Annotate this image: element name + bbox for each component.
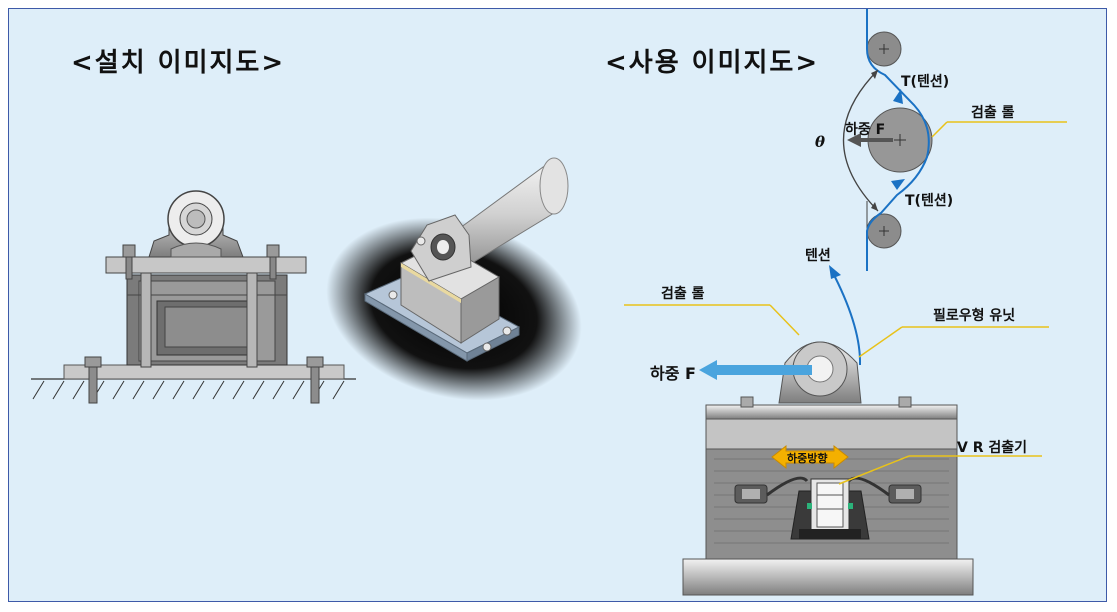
roll-schematic <box>842 9 1067 271</box>
install-drawing <box>31 190 356 404</box>
tension-label-top: T(텐션) <box>901 74 950 90</box>
detect-roll-label: 검출 롤 <box>661 286 705 302</box>
detector-drawing <box>624 265 1049 596</box>
diagram-frame: <설치 이미지도> <사용 이미지도> T(텐션) 검출 롤 하중 F θ T(… <box>8 8 1107 602</box>
tension-label-bottom: T(텐션) <box>905 193 954 209</box>
pillow-unit-label: 필로우형 유닛 <box>933 308 1016 324</box>
diagram-canvas <box>31 9 1067 596</box>
install-heading: <설치 이미지도> <box>71 48 286 78</box>
load-label: 하중 F <box>650 364 696 383</box>
load-direction-tag: 하중방향 <box>787 452 828 465</box>
tension-label: 텐션 <box>805 248 831 264</box>
theta-label: θ <box>815 133 826 151</box>
install-render <box>326 157 582 401</box>
vr-detector-label: V R 검출기 <box>957 440 1028 456</box>
load-label-top: 하중 F <box>845 122 886 138</box>
detect-roll-label-top: 검출 롤 <box>971 105 1015 121</box>
usage-heading: <사용 이미지도> <box>605 48 820 78</box>
